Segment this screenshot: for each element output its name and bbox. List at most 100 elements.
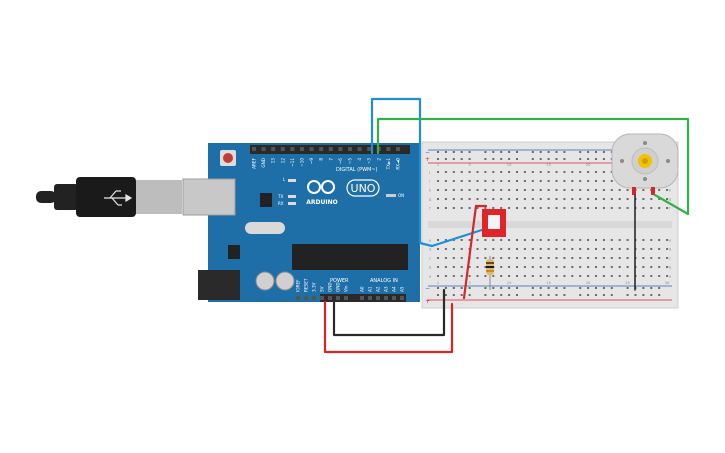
breadboard-hole[interactable] — [555, 257, 558, 259]
breadboard-hole[interactable] — [579, 189, 582, 191]
breadboard-hole[interactable] — [587, 275, 590, 277]
breadboard-hole[interactable] — [460, 275, 463, 277]
breadboard-hole[interactable] — [444, 275, 447, 277]
rail-hole[interactable] — [460, 294, 463, 296]
breadboard-hole[interactable] — [516, 171, 518, 173]
rail-hole[interactable] — [437, 151, 439, 153]
breadboard-hole[interactable] — [666, 257, 669, 259]
breadboard-hole[interactable] — [571, 266, 574, 268]
rail-hole[interactable] — [492, 158, 495, 160]
breadboard-hole[interactable] — [595, 266, 597, 268]
switch-slider[interactable] — [488, 215, 500, 229]
breadboard-hole[interactable] — [500, 180, 503, 182]
breadboard-hole[interactable] — [626, 189, 629, 191]
breadboard-hole[interactable] — [452, 257, 455, 259]
breadboard-hole[interactable] — [650, 207, 653, 209]
breadboard-hole[interactable] — [444, 171, 447, 173]
breadboard-hole[interactable] — [437, 198, 439, 200]
breadboard-hole[interactable] — [563, 257, 566, 259]
breadboard-hole[interactable] — [658, 275, 661, 277]
breadboard-hole[interactable] — [484, 266, 487, 268]
breadboard-hole[interactable] — [523, 248, 526, 250]
breadboard-hole[interactable] — [571, 189, 574, 191]
rail-hole[interactable] — [626, 287, 629, 289]
breadboard-hole[interactable] — [460, 189, 463, 191]
breadboard-hole[interactable] — [555, 275, 558, 277]
breadboard-hole[interactable] — [587, 257, 590, 259]
breadboard-hole[interactable] — [587, 171, 590, 173]
breadboard-hole[interactable] — [587, 180, 590, 182]
breadboard-hole[interactable] — [650, 198, 653, 200]
rail-hole[interactable] — [516, 151, 518, 153]
breadboard-hole[interactable] — [658, 189, 661, 191]
power-pin-socket[interactable] — [400, 296, 404, 300]
breadboard-hole[interactable] — [452, 189, 455, 191]
rail-hole[interactable] — [444, 294, 447, 296]
rail-hole[interactable] — [610, 294, 613, 296]
breadboard-hole[interactable] — [500, 266, 503, 268]
rail-hole[interactable] — [492, 294, 495, 296]
breadboard-hole[interactable] — [618, 198, 621, 200]
rail-hole[interactable] — [547, 158, 550, 160]
breadboard-hole[interactable] — [595, 180, 597, 182]
breadboard-hole[interactable] — [547, 248, 550, 250]
breadboard-hole[interactable] — [547, 207, 550, 209]
breadboard-hole[interactable] — [610, 189, 613, 191]
breadboard-hole[interactable] — [516, 189, 518, 191]
breadboard-hole[interactable] — [571, 239, 574, 241]
breadboard-hole[interactable] — [626, 266, 629, 268]
rail-hole[interactable] — [452, 151, 455, 153]
rail-hole[interactable] — [602, 287, 605, 289]
power-pin-socket[interactable] — [312, 296, 316, 300]
rail-hole[interactable] — [484, 151, 487, 153]
breadboard-hole[interactable] — [658, 239, 661, 241]
breadboard-hole[interactable] — [444, 248, 447, 250]
rail-hole[interactable] — [468, 151, 471, 153]
breadboard-hole[interactable] — [500, 171, 503, 173]
breadboard-hole[interactable] — [610, 198, 613, 200]
breadboard-hole[interactable] — [587, 198, 590, 200]
rail-hole[interactable] — [658, 294, 661, 296]
breadboard-hole[interactable] — [523, 266, 526, 268]
breadboard-hole[interactable] — [563, 275, 566, 277]
breadboard-hole[interactable] — [468, 180, 471, 182]
breadboard-hole[interactable] — [626, 207, 629, 209]
rail-hole[interactable] — [508, 287, 511, 289]
breadboard-hole[interactable] — [602, 248, 605, 250]
breadboard-hole[interactable] — [610, 266, 613, 268]
breadboard-hole[interactable] — [587, 248, 590, 250]
breadboard-hole[interactable] — [571, 275, 574, 277]
breadboard-hole[interactable] — [500, 189, 503, 191]
breadboard-hole[interactable] — [666, 275, 669, 277]
breadboard-hole[interactable] — [579, 171, 582, 173]
breadboard-hole[interactable] — [555, 266, 558, 268]
breadboard-hole[interactable] — [444, 239, 447, 241]
rail-hole[interactable] — [658, 287, 661, 289]
breadboard-hole[interactable] — [508, 275, 511, 277]
digital-pin-socket[interactable] — [271, 147, 276, 151]
breadboard-hole[interactable] — [539, 189, 542, 191]
breadboard-hole[interactable] — [452, 207, 455, 209]
rail-hole[interactable] — [650, 287, 653, 289]
breadboard-hole[interactable] — [484, 248, 487, 250]
breadboard-hole[interactable] — [579, 207, 582, 209]
breadboard-hole[interactable] — [452, 198, 455, 200]
breadboard-hole[interactable] — [642, 266, 645, 268]
breadboard-hole[interactable] — [468, 266, 471, 268]
breadboard-hole[interactable] — [523, 207, 526, 209]
breadboard-hole[interactable] — [602, 171, 605, 173]
breadboard-hole[interactable] — [610, 257, 613, 259]
breadboard-hole[interactable] — [516, 239, 518, 241]
breadboard-hole[interactable] — [642, 198, 645, 200]
breadboard-hole[interactable] — [666, 248, 669, 250]
breadboard-hole[interactable] — [595, 275, 597, 277]
rail-hole[interactable] — [444, 158, 447, 160]
breadboard-hole[interactable] — [539, 207, 542, 209]
breadboard-hole[interactable] — [492, 257, 495, 259]
breadboard-hole[interactable] — [468, 207, 471, 209]
breadboard-hole[interactable] — [492, 171, 495, 173]
breadboard-hole[interactable] — [452, 275, 455, 277]
power-pin-socket[interactable] — [304, 296, 308, 300]
breadboard-hole[interactable] — [602, 207, 605, 209]
breadboard-hole[interactable] — [595, 207, 597, 209]
